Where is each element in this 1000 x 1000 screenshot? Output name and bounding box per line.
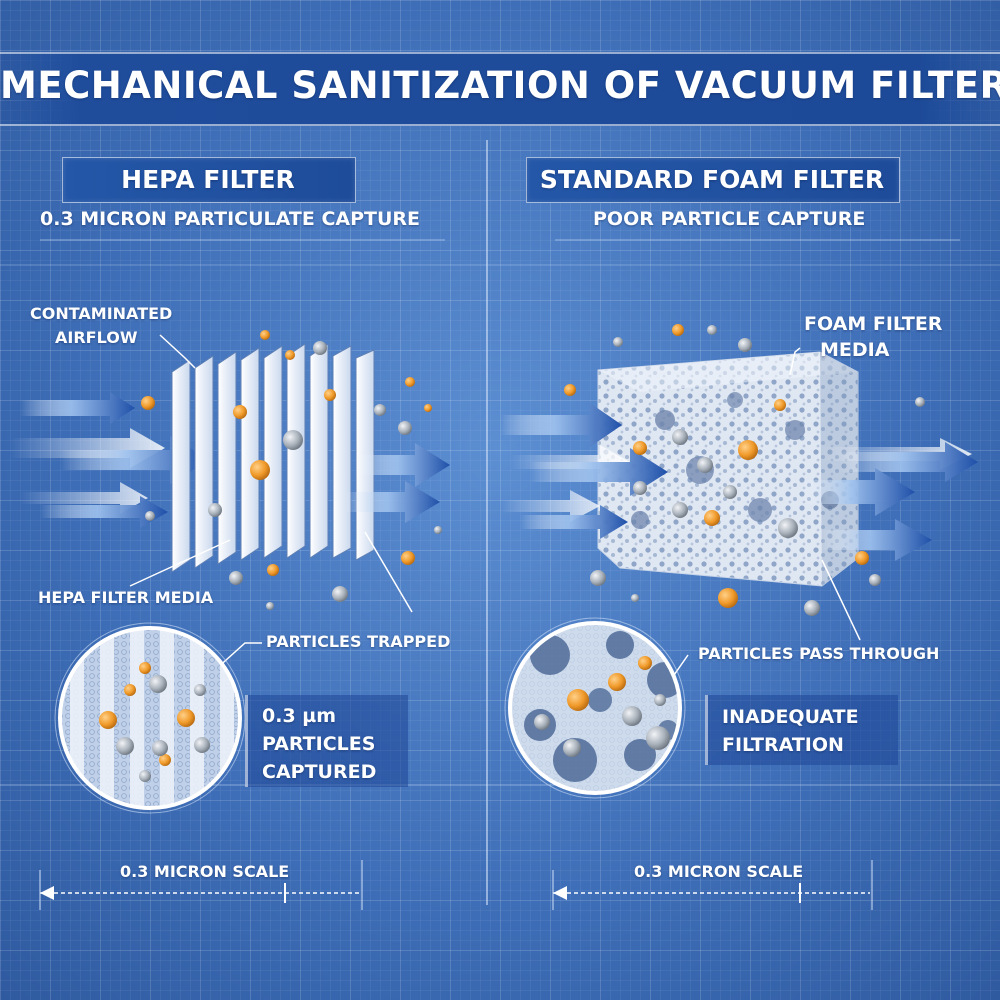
label-particles-trapped: PARTICLES TRAPPED xyxy=(266,632,451,651)
label-particles-pass: PARTICLES PASS THROUGH xyxy=(698,644,940,663)
left-header-box xyxy=(62,157,356,203)
title-band xyxy=(0,52,1000,126)
left-callout-line1: 0.3 µm xyxy=(262,705,337,727)
right-header-box xyxy=(526,157,900,203)
label-airflow: AIRFLOW xyxy=(55,328,138,347)
left-scale-label: 0.3 MICRON SCALE xyxy=(120,862,290,881)
label-foam-media-line2: MEDIA xyxy=(820,339,890,361)
label-foam-media-line1: FOAM FILTER xyxy=(804,313,943,335)
page-title: MECHANICAL SANITIZATION OF VACUUM FILTER… xyxy=(0,64,1000,107)
right-subtitle: POOR PARTICLE CAPTURE xyxy=(593,208,866,230)
right-header: STANDARD FOAM FILTER xyxy=(539,165,885,194)
right-callout-line2: FILTRATION xyxy=(722,734,844,756)
right-callout-line1: INADEQUATE xyxy=(722,706,859,728)
label-contaminated: CONTAMINATED xyxy=(30,304,173,323)
left-subtitle: 0.3 MICRON PARTICULATE CAPTURE xyxy=(40,208,421,230)
right-callout-box xyxy=(705,695,898,765)
left-header: HEPA FILTER xyxy=(121,165,295,194)
left-callout-line2: PARTICLES xyxy=(262,733,376,755)
left-callout-box xyxy=(245,695,408,787)
label-hepa-media: HEPA FILTER MEDIA xyxy=(38,588,214,607)
right-scale-label: 0.3 MICRON SCALE xyxy=(634,862,804,881)
left-callout-line3: CAPTURED xyxy=(262,761,377,783)
